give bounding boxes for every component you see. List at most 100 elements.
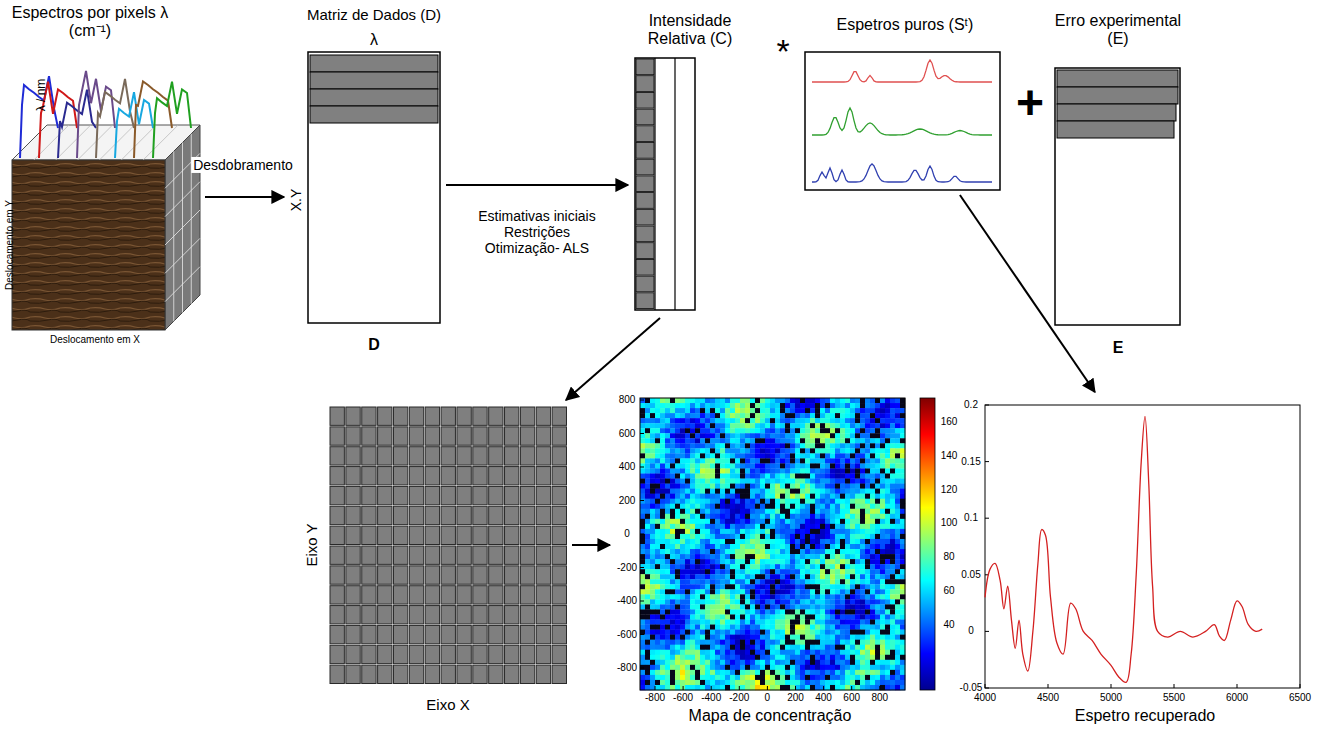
illustration-part <box>890 534 895 539</box>
illustration-part <box>895 474 900 479</box>
illustration-part <box>775 554 780 559</box>
illustration-part <box>330 665 344 683</box>
illustration-part <box>670 418 675 423</box>
illustration-part <box>770 534 775 539</box>
illustration-part <box>775 468 780 473</box>
illustration-part <box>745 494 750 499</box>
illustration-part <box>710 554 715 559</box>
illustration-part <box>820 428 825 433</box>
illustration-part <box>755 423 760 428</box>
illustration-part <box>850 468 855 473</box>
illustration-part <box>665 443 670 448</box>
illustration-part <box>745 479 750 484</box>
illustration-part <box>675 529 680 534</box>
illustration-part <box>740 474 745 479</box>
illustration-part <box>805 519 810 524</box>
illustration-part <box>812 60 992 182</box>
illustration-part <box>755 529 760 534</box>
illustration-part <box>346 447 360 465</box>
illustration-part <box>685 428 690 433</box>
illustration-part <box>705 403 710 408</box>
illustration-part <box>745 418 750 423</box>
illustration-part <box>695 428 700 433</box>
error-matrix <box>1055 68 1180 325</box>
illustration-part <box>890 514 895 519</box>
illustration-part <box>720 499 725 504</box>
illustration-part <box>346 645 360 663</box>
illustration-part <box>870 413 875 418</box>
illustration-part <box>785 549 790 554</box>
illustration-part <box>715 509 720 514</box>
illustration-part <box>660 453 665 458</box>
illustration-part <box>795 438 800 443</box>
illustration-part <box>685 559 690 564</box>
illustration-part <box>815 509 820 514</box>
illustration-part <box>850 413 855 418</box>
illustration-part <box>552 467 566 485</box>
illustration-part <box>790 423 795 428</box>
illustration-part <box>835 554 840 559</box>
illustration-part <box>840 514 845 519</box>
illustration-part <box>840 423 845 428</box>
illustration-part <box>810 494 815 499</box>
illustration-part <box>865 418 870 423</box>
illustration-part <box>670 398 675 403</box>
illustration-part <box>850 514 855 519</box>
illustration-part <box>715 423 720 428</box>
illustration-part <box>790 468 795 473</box>
illustration-part <box>880 554 885 559</box>
illustration-part <box>790 403 795 408</box>
illustration-part <box>640 509 645 514</box>
illustration-part <box>765 443 770 448</box>
illustration-part <box>780 423 785 428</box>
illustration-part <box>870 433 875 438</box>
illustration-part <box>740 524 745 529</box>
illustration-part <box>780 443 785 448</box>
illustration-part <box>660 403 665 408</box>
illustration-part <box>655 413 660 418</box>
illustration-part <box>765 534 770 539</box>
illustration-part <box>473 506 487 524</box>
illustration-part <box>362 486 376 504</box>
illustration-part <box>895 428 900 433</box>
illustration-part <box>885 423 890 428</box>
illustration-part <box>640 423 645 428</box>
illustration-part <box>875 504 880 509</box>
illustration-part <box>489 665 503 683</box>
illustration-part <box>890 489 895 494</box>
illustration-part <box>820 499 825 504</box>
illustration-part <box>785 514 790 519</box>
illustration-part <box>755 398 760 403</box>
illustration-part <box>636 209 654 225</box>
illustration-part <box>720 539 725 544</box>
illustration-part <box>457 586 471 604</box>
illustration-part <box>750 484 755 489</box>
illustration-part <box>489 447 503 465</box>
illustration-part <box>346 606 360 624</box>
illustration-part <box>795 453 800 458</box>
illustration-part <box>690 494 695 499</box>
illustration-part <box>695 413 700 418</box>
illustration-part <box>700 423 705 428</box>
illustration-part <box>820 504 825 509</box>
illustration-part <box>855 468 860 473</box>
illustration-part <box>650 438 655 443</box>
illustration-part <box>740 539 745 544</box>
illustration-part <box>745 554 750 559</box>
illustration-part <box>680 554 685 559</box>
illustration-part <box>795 418 800 423</box>
illustration-part <box>489 407 503 425</box>
illustration-part <box>330 427 344 445</box>
illustration-part <box>865 453 870 458</box>
illustration-part <box>675 524 680 529</box>
illustration-part <box>695 408 700 413</box>
illustration-part <box>725 433 730 438</box>
illustration-part <box>710 413 715 418</box>
illustration-part <box>740 544 745 549</box>
illustration-part <box>820 438 825 443</box>
illustration-part <box>650 463 655 468</box>
illustration-part <box>552 486 566 504</box>
illustration-part <box>552 566 566 584</box>
illustration-part <box>640 534 645 539</box>
illustration-part <box>700 514 705 519</box>
